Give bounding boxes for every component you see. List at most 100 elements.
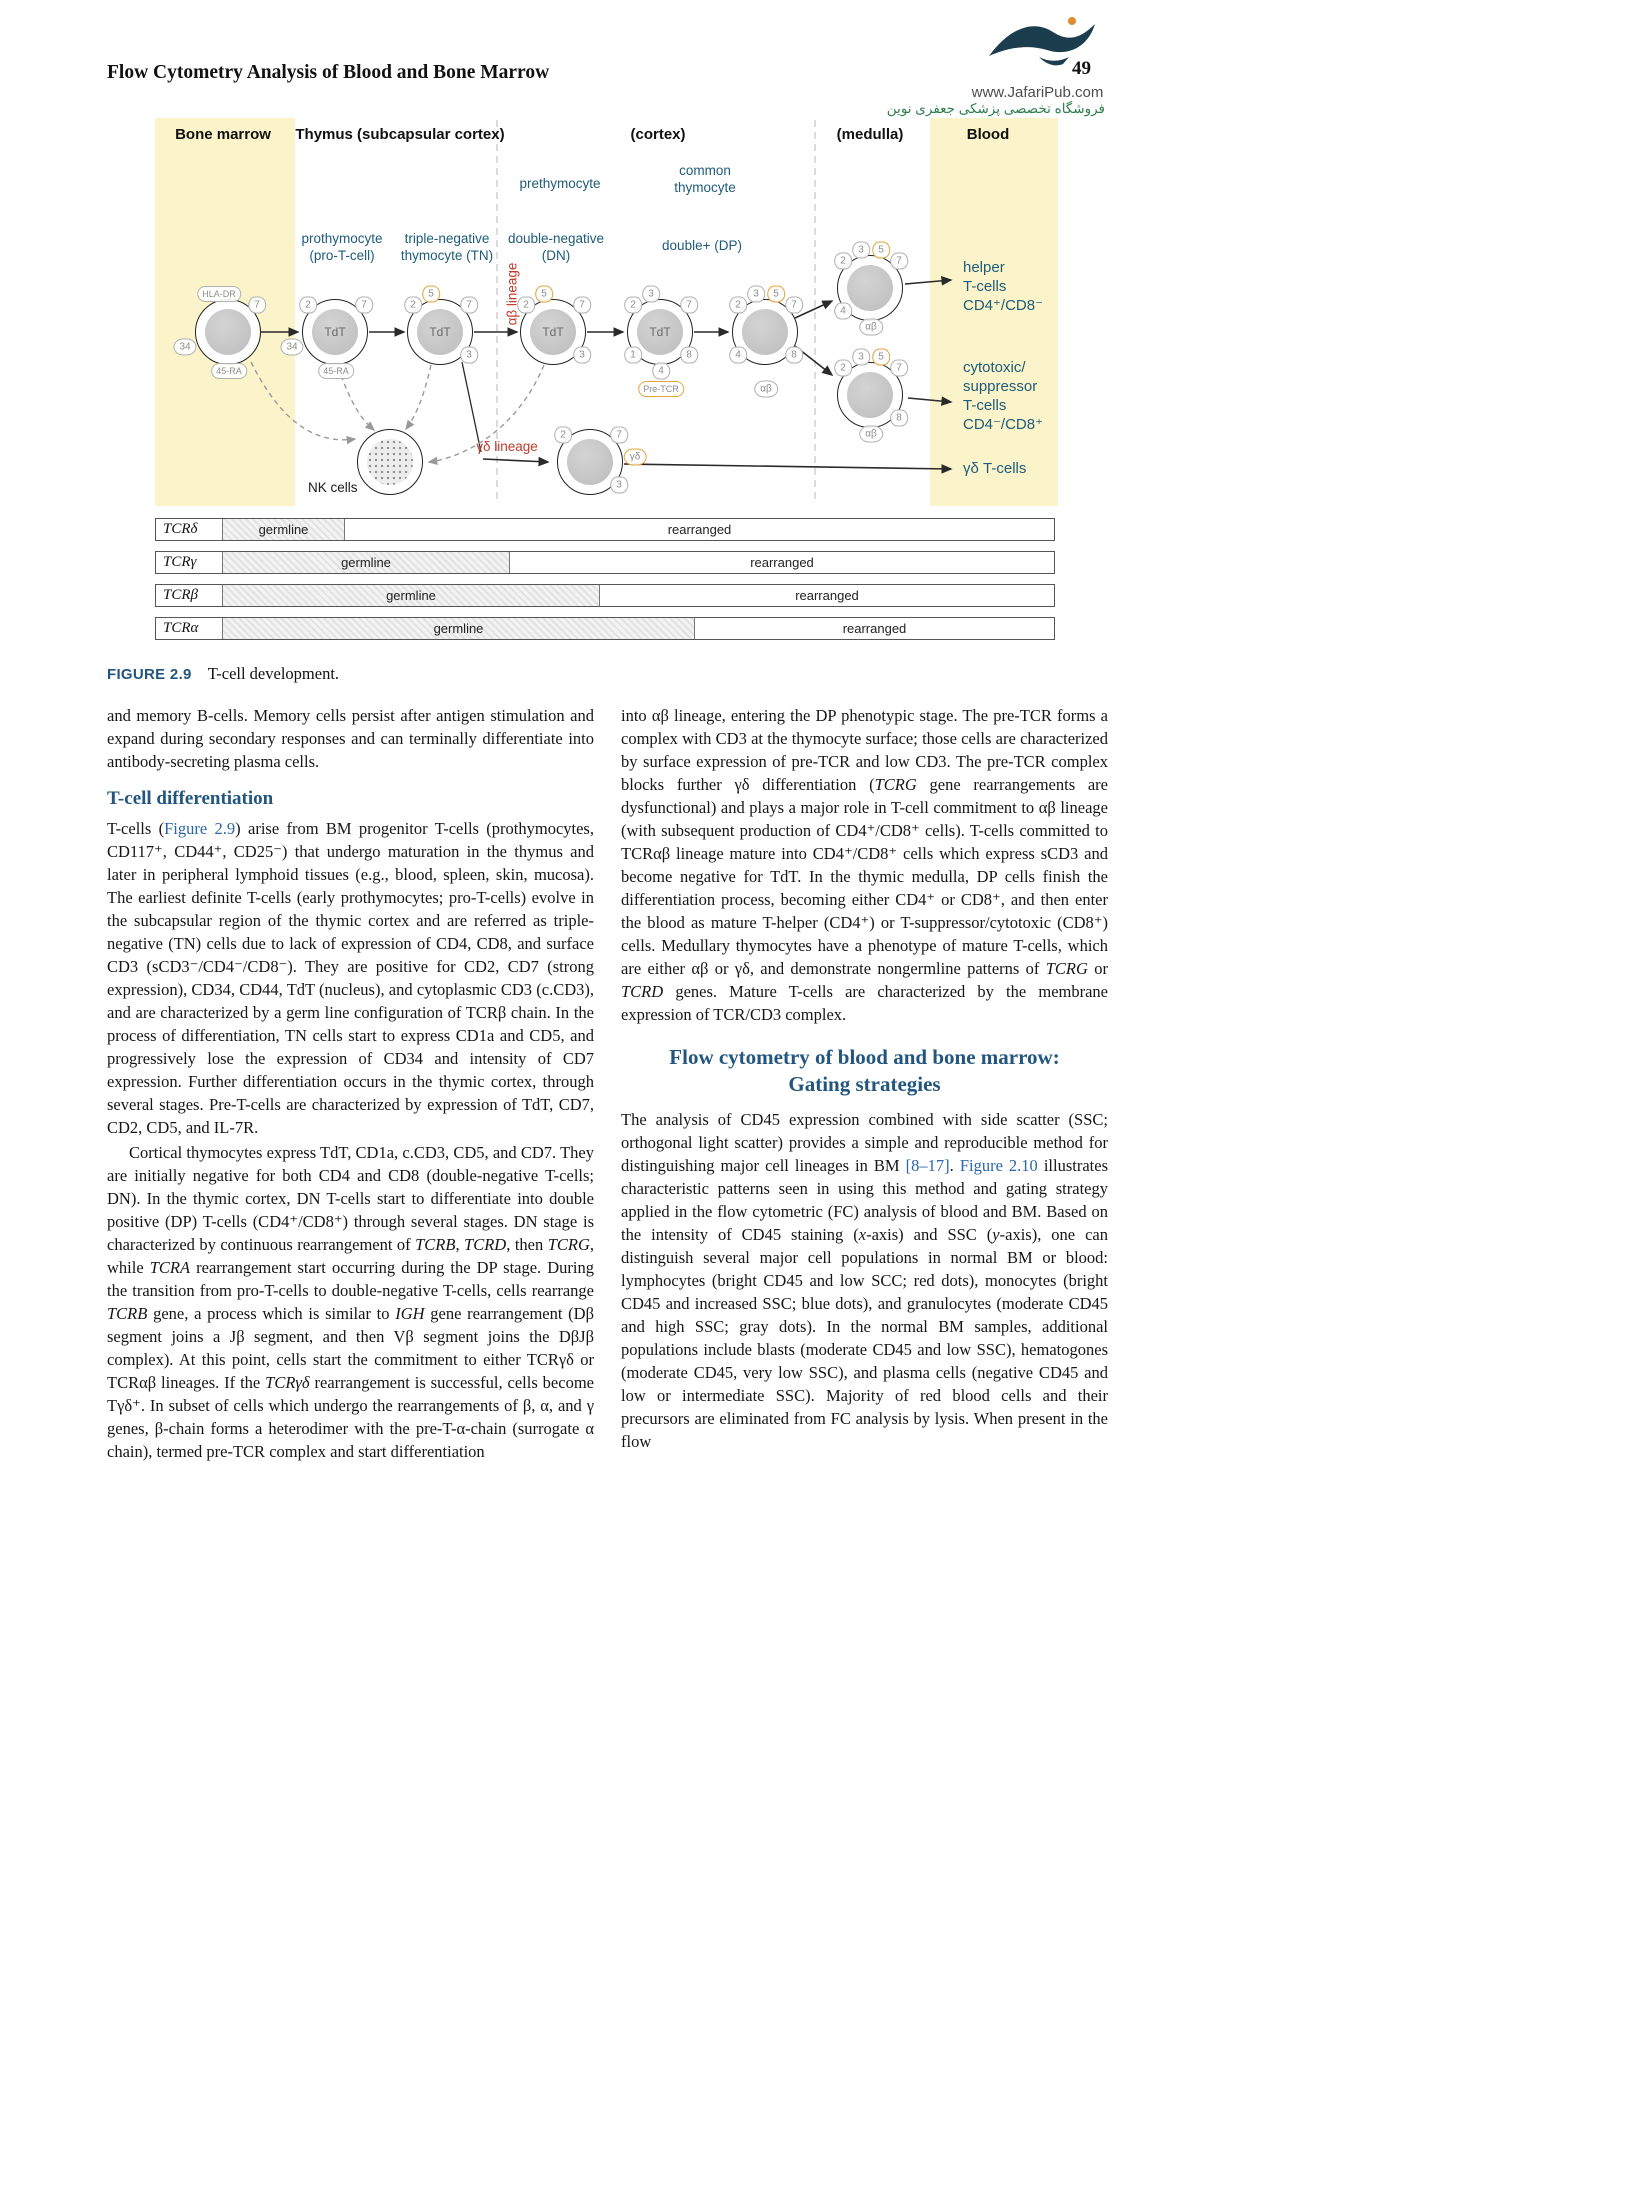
cd-marker: 5: [872, 348, 890, 366]
cd-marker: 8: [890, 409, 908, 427]
text-segment: T-cells (: [107, 819, 165, 838]
diagram-column-header: Bone marrow: [175, 126, 271, 143]
tcr-germline-segment: germline: [222, 618, 695, 639]
left-column: and memory B-cells. Memory cells persist…: [107, 704, 594, 1465]
cell-nucleus: [530, 309, 576, 355]
text-segment: genes. Mature T-cells are characterized …: [621, 982, 1108, 1024]
text-segment: into αβ lineage, entering the DP phenoty…: [621, 706, 1108, 794]
tcr-rearranged-segment: rearranged: [795, 588, 859, 603]
cd-marker: Pre-TCR: [638, 381, 684, 397]
publisher-logo-icon: [989, 17, 1095, 66]
cd-marker: 7: [248, 296, 266, 314]
cd-marker: 5: [535, 285, 553, 303]
cd-marker: αβ: [754, 380, 778, 398]
publisher-website-link[interactable]: www.JafariPub.com: [971, 84, 1104, 101]
text-segment: gene, a process which is similar to: [147, 1304, 396, 1323]
cd-marker: 7: [355, 296, 373, 314]
page-number: 49: [1072, 58, 1091, 79]
cd-marker: 7: [890, 359, 908, 377]
text-segment: IGH: [395, 1304, 425, 1323]
text-segment: or: [1087, 959, 1108, 978]
text-segment: -axis) and SSC (: [866, 1225, 993, 1244]
text-segment: Cortical thymocytes express TdT, CD1a, c…: [107, 1143, 594, 1254]
cd-marker: 2: [624, 296, 642, 314]
cross-reference-link[interactable]: Figure 2.9: [164, 819, 236, 838]
cd-marker: 7: [610, 426, 628, 444]
figure-label: helper T-cells CD4⁺/CD8⁻: [963, 259, 1044, 314]
cell-nucleus: [847, 265, 893, 311]
text-segment: TCRG: [874, 775, 917, 794]
tcr-rearranged-segment: rearranged: [842, 621, 907, 636]
cd-marker: 2: [299, 296, 317, 314]
tcr-gene-label: TCRα: [163, 620, 199, 636]
text-segment: TCRG: [1045, 959, 1088, 978]
figure-label: cytotoxic/ suppressor T-cells CD4⁻/CD8⁺: [963, 359, 1044, 433]
cell-nucleus: [312, 309, 358, 355]
text-segment: TCRB: [107, 1304, 148, 1323]
cd-marker: 3: [642, 285, 660, 303]
cd-marker: 2: [404, 296, 422, 314]
tcr-gene-label: TCRβ: [163, 587, 198, 603]
text-segment: and memory B-cells. Memory cells persist…: [107, 706, 594, 771]
cell-inner-label: TdT: [429, 325, 451, 339]
cd-marker: 8: [785, 346, 803, 364]
text-segment: TCRγδ: [265, 1373, 310, 1392]
cell-nucleus: [417, 309, 463, 355]
tcr-germline-segment: germline: [222, 552, 510, 573]
cd-marker: 3: [573, 346, 591, 364]
nk-cell: [357, 429, 423, 495]
cd-marker: 1: [624, 346, 642, 364]
cd-marker: 5: [767, 285, 785, 303]
text-segment: TCRB: [415, 1235, 456, 1254]
cd-marker: HLA-DR: [197, 286, 241, 302]
figure-label: prethymocyte: [519, 176, 601, 191]
cd-marker: 7: [680, 296, 698, 314]
tcr-rearranged-segment: rearranged: [750, 555, 814, 570]
text-segment: y: [992, 1225, 1000, 1244]
text-segment: TCRA: [149, 1258, 191, 1277]
cd-marker: 3: [610, 476, 628, 494]
cd-marker: 5: [872, 241, 890, 259]
figure-label: prothymocyte (pro-T-cell): [301, 231, 383, 263]
cd-marker: γδ: [623, 448, 647, 466]
cell-nucleus: [847, 372, 893, 418]
text-segment: illustrates characteristic patterns seen…: [621, 1156, 1109, 1244]
cross-reference-link[interactable]: Figure 2.10: [959, 1156, 1038, 1175]
text-segment: , then: [506, 1235, 548, 1254]
tcr-gene-label: TCRδ: [163, 521, 198, 537]
text-segment: gene rearrangements are dysfunctional) a…: [621, 775, 1108, 978]
cell-nucleus: [367, 439, 413, 485]
diagram-column-header: Blood: [966, 126, 1010, 143]
cell-nucleus: [567, 439, 613, 485]
cd-marker: 34: [280, 338, 304, 356]
chapter-title: Flow Cytometry Analysis of Blood and Bon…: [107, 62, 550, 83]
cd-marker: 7: [573, 296, 591, 314]
cd-marker: 4: [834, 302, 852, 320]
body-paragraph: T-cells (Figure 2.9) arise from BM proge…: [107, 817, 594, 1139]
tcr-row: TCRα germline rearranged: [155, 617, 1055, 640]
cd-marker: 45-RA: [211, 363, 247, 379]
cd-marker: αβ: [859, 318, 883, 336]
cd-marker: 2: [834, 252, 852, 270]
figure-caption-text: T-cell development.: [207, 664, 340, 683]
text-segment: , while: [107, 1235, 594, 1277]
cell-nucleus: [205, 309, 251, 355]
cd-marker: 4: [729, 346, 747, 364]
text-segment: TCRG: [547, 1235, 590, 1254]
body-paragraph: and memory B-cells. Memory cells persist…: [107, 704, 594, 773]
figure-label: NK cells: [308, 480, 358, 495]
cd-marker: 2: [554, 426, 572, 444]
tcr-germline-segment: germline: [222, 585, 600, 606]
cross-reference-link[interactable]: [8–17]: [905, 1156, 950, 1175]
figure-label: γδ T-cells: [963, 460, 1027, 477]
diagram-column-header: Thymus (subcapsular cortex): [295, 126, 505, 143]
